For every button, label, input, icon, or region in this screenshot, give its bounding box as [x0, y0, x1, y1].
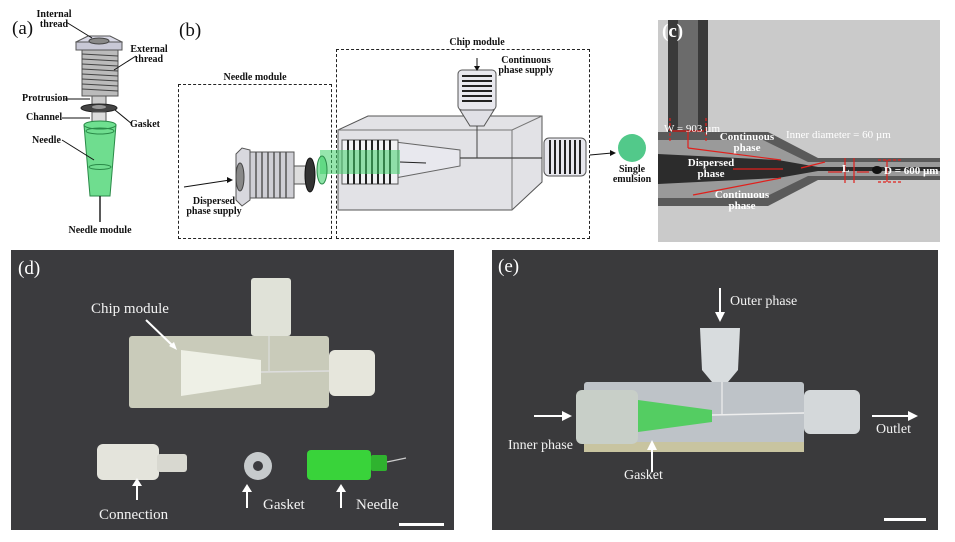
panel-a: (a) Internal	[0, 0, 170, 240]
label-chip-module: Chip module	[449, 37, 505, 48]
label-gasket: Gasket	[263, 497, 305, 513]
panel-b-label: (b)	[179, 20, 202, 41]
green-needle-hub	[638, 400, 712, 432]
label-dispersed-line2: phase supply	[186, 206, 242, 217]
disassembled-components-photo	[97, 278, 444, 526]
label-width: W = 903 µm	[664, 123, 721, 135]
panel-a-label: (a)	[12, 18, 34, 39]
label-protrusion: Protrusion	[22, 93, 68, 104]
label-internal-thread: Internal thread	[34, 10, 74, 30]
label-needle-module: Needle module	[223, 72, 287, 83]
label-single-emulsion: Single emulsion	[607, 165, 657, 185]
outer-phase-inlet	[700, 328, 740, 382]
label-continuous-line2: phase supply	[498, 65, 554, 76]
internal-thread-hole	[88, 37, 110, 45]
label-continuous-top-line2: phase	[733, 142, 761, 154]
outlet-thread	[543, 137, 587, 177]
scale-bar	[399, 523, 444, 526]
label-dispersed-phase: Dispersed phase	[686, 158, 736, 180]
label-dispersed-c-line1: Dispersed	[687, 157, 735, 169]
droplet	[872, 166, 882, 174]
continuous-phase-inlet	[457, 58, 497, 158]
panel-e: (e) Outer phase Inner phase Gasket Outle…	[492, 250, 938, 530]
needle-module-exploded-drawing	[61, 21, 137, 222]
label-external-thread-line1: External	[130, 44, 168, 55]
single-emulsion-droplet	[618, 134, 646, 162]
label-dispersed-line1: Dispersed	[192, 196, 236, 207]
panel-c: (c) W = 903 µm Continuous phase Disperse…	[658, 20, 940, 242]
label-needle: Needle	[32, 135, 61, 146]
label-length: L	[842, 163, 850, 175]
connection-part	[97, 444, 187, 480]
inner-phase-thread	[576, 390, 638, 444]
label-external-thread: External thread	[128, 45, 170, 65]
droplet-micrograph	[658, 20, 940, 242]
label-outer-phase: Outer phase	[730, 294, 798, 309]
label-continuous-bot-line1: Continuous	[714, 189, 770, 201]
label-single-line2: emulsion	[612, 174, 652, 185]
needle-hub	[83, 124, 117, 197]
panel-d: (d) Chip module Connection Gasket Needle	[11, 250, 454, 530]
needle-module-protrusion	[293, 165, 307, 185]
label-external-thread-line2: thread	[134, 54, 164, 65]
label-single-line1: Single	[618, 164, 646, 175]
needle-part	[307, 450, 407, 480]
label-inner-diameter: Inner diameter = 60 µm	[786, 129, 891, 141]
label-connection: Connection	[99, 507, 169, 523]
red-annotations	[669, 118, 902, 196]
white-arrows	[132, 319, 346, 508]
label-needle: Needle	[356, 497, 399, 513]
label-continuous-phase-bottom: Continuous phase	[713, 190, 771, 212]
device-assembly-schematic	[183, 58, 646, 211]
external-thread	[81, 49, 119, 97]
gasket-part	[244, 452, 272, 480]
label-inner-phase: Inner phase	[508, 438, 573, 453]
label-continuous-line1: Continuous	[501, 55, 551, 66]
needle-module-gasket	[304, 157, 316, 193]
panel-c-label: (c)	[662, 21, 684, 42]
inserted-needle-hub	[320, 150, 400, 174]
label-continuous-bot-line2: phase	[728, 200, 756, 212]
outlet-arrow	[589, 152, 613, 156]
label-continuous-phase-supply: Continuous phase supply	[494, 56, 558, 76]
assembled-device-photo	[534, 288, 926, 521]
needle-module-thread	[249, 151, 295, 199]
scale-bar	[884, 518, 926, 521]
label-gasket: Gasket	[130, 119, 160, 130]
label-continuous-top-line1: Continuous	[719, 131, 775, 143]
panel-b: (b) Needle module Chip module	[170, 0, 655, 240]
chip-module-box	[336, 49, 590, 239]
label-internal-thread-line2: thread	[39, 19, 69, 30]
label-dispersed-c-line2: phase	[697, 168, 725, 180]
label-chip-module: Chip module	[91, 301, 169, 317]
label-gasket: Gasket	[624, 468, 663, 483]
panel-e-label: (e)	[498, 256, 520, 277]
label-droplet-diameter: D = 600 µm	[884, 165, 939, 177]
dispersed-phase-arrow	[183, 179, 231, 188]
outlet-thread	[804, 390, 860, 434]
panel-d-label: (d)	[18, 258, 41, 279]
chip-cone	[181, 350, 261, 396]
label-channel: Channel	[26, 112, 63, 123]
label-internal-thread-line1: Internal	[36, 9, 72, 20]
label-dispersed-phase-supply: Dispersed phase supply	[184, 197, 244, 217]
label-outlet: Outlet	[876, 422, 911, 437]
white-arrows	[534, 288, 918, 472]
inserted-needle	[399, 161, 427, 164]
label-continuous-phase-top: Continuous phase	[718, 132, 776, 154]
label-needle-module: Needle module	[68, 225, 132, 236]
